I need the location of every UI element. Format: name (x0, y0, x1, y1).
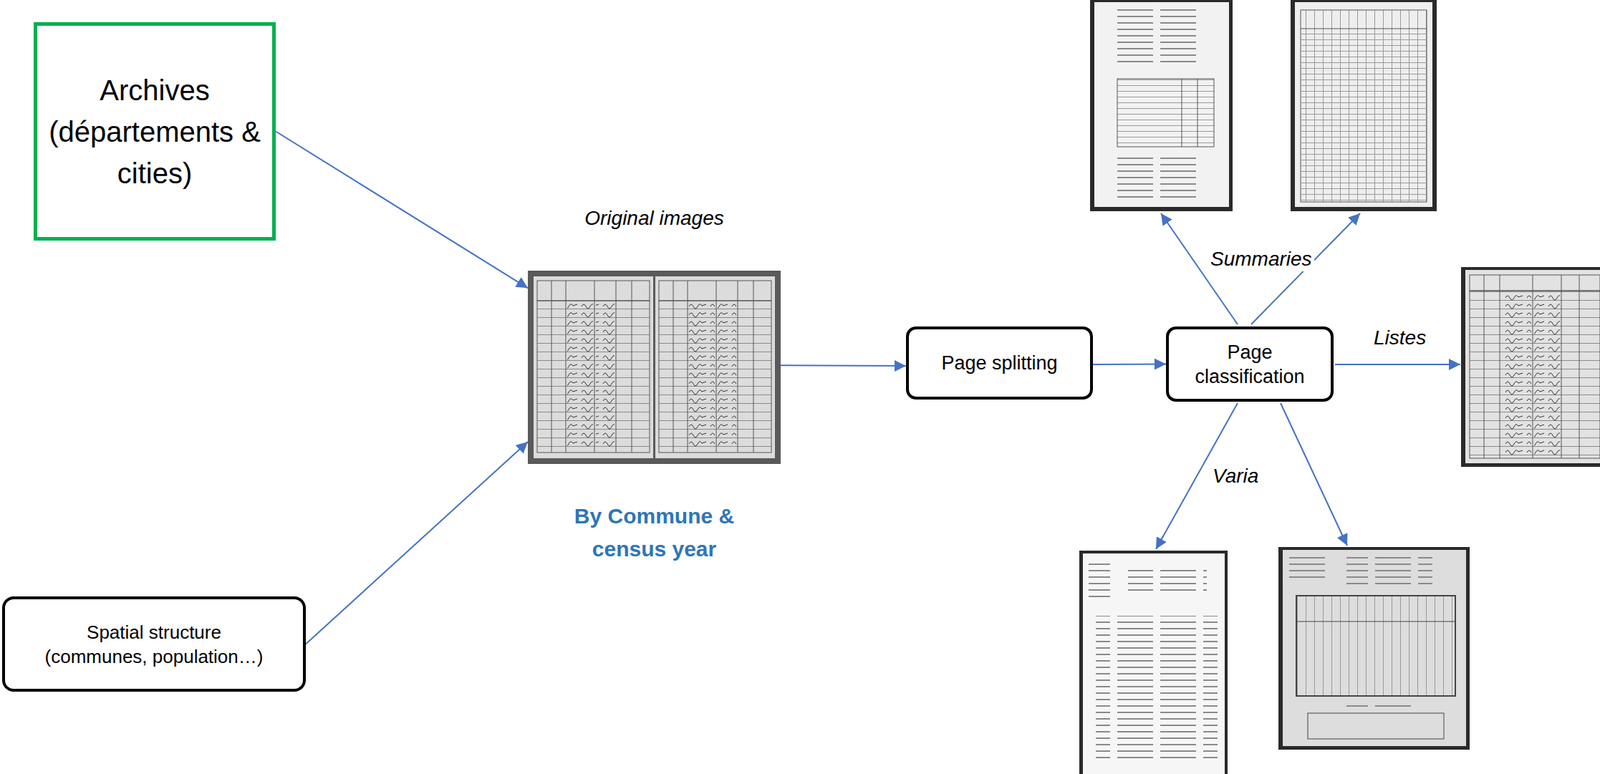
summary-table-thumbnail (1290, 0, 1437, 212)
node-text: Archives (départements & cities) (42, 69, 267, 195)
branch-label: Summaries (1208, 247, 1315, 272)
original-images-illustration (527, 270, 781, 465)
flow-arrow (780, 364, 906, 367)
input-box: Spatial structure (communes, population…… (2, 596, 306, 692)
process-box: Page splitting (905, 326, 1093, 400)
image-node: Original imagesBy Commune & census year (527, 270, 781, 465)
flow-arrow (275, 131, 528, 289)
flow-arrow (1092, 363, 1166, 366)
varia-form-thumbnail (1278, 547, 1470, 750)
process-box: Page classification (1165, 326, 1334, 402)
branch-label: Varia (1210, 464, 1261, 489)
varia-text-thumbnail (1079, 550, 1228, 774)
grouping-note: By Commune & census year (568, 499, 741, 566)
branch-label: Listes (1371, 325, 1429, 351)
image-caption: Original images (532, 206, 777, 231)
node-text: Page splitting (941, 350, 1058, 376)
archives-box: Archives (départements & cities) (33, 22, 276, 241)
list-page-thumbnail (1461, 267, 1600, 467)
flow-arrow (305, 441, 528, 645)
output-arrows (1155, 213, 1461, 550)
node-text: Spatial structure (communes, population…… (35, 620, 273, 669)
summary-page-thumbnail (1090, 0, 1233, 212)
node-text: Page classification (1178, 340, 1322, 389)
